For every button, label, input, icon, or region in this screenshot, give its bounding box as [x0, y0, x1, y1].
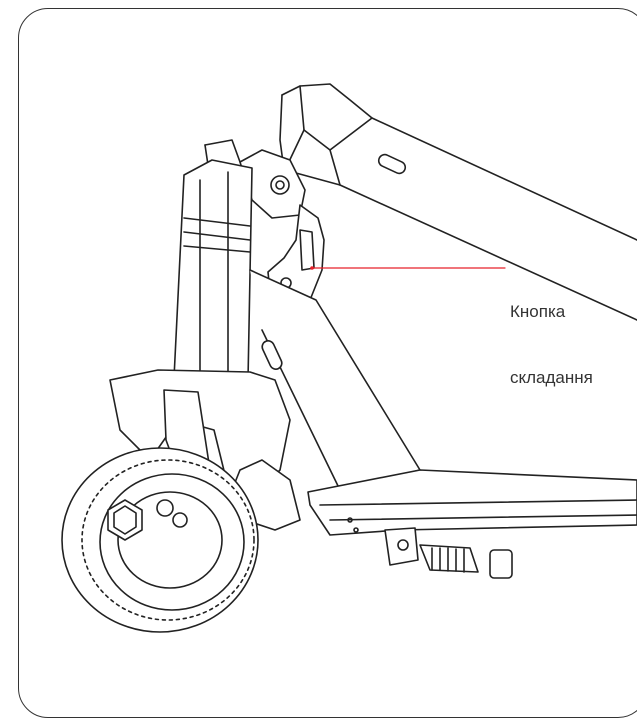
- steering-column: [173, 159, 253, 381]
- handlebar-stem: [279, 83, 637, 321]
- callout-line-2: складання: [510, 368, 593, 387]
- folding-hinge: [204, 139, 306, 219]
- deck: [307, 469, 637, 536]
- folding-button: [267, 204, 325, 306]
- kickstand: [384, 527, 513, 579]
- illustration-frame: [18, 8, 637, 718]
- front-wheel: [61, 447, 259, 633]
- callout-line-1: Кнопка: [510, 302, 566, 321]
- folding-button-label: Кнопка складання: [510, 257, 593, 411]
